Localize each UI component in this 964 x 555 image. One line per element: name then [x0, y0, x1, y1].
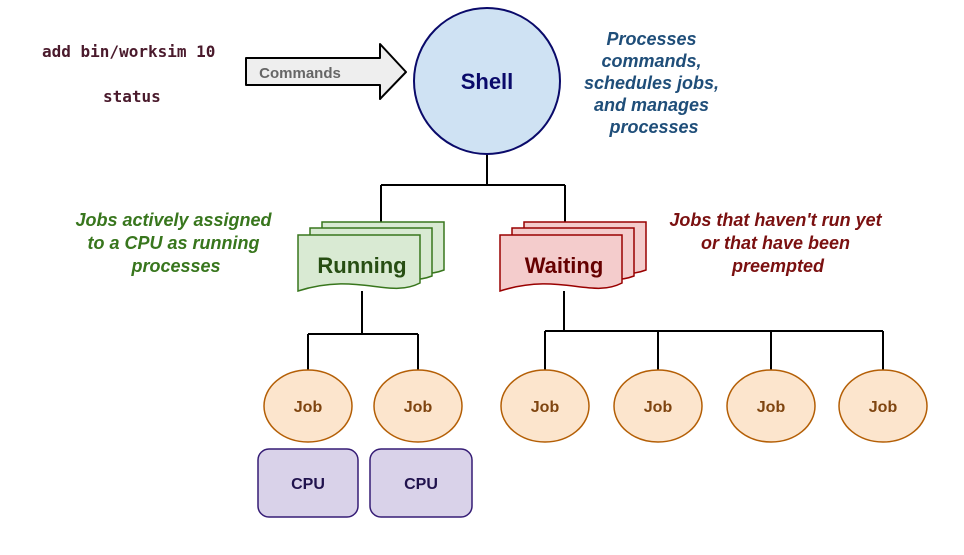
command-add: add bin/worksim 10: [42, 42, 215, 61]
running-doc-front: [297, 234, 421, 293]
job-label: Job: [404, 399, 433, 416]
shell-description-line: schedules jobs,: [584, 73, 719, 93]
job-ellipse: [263, 369, 353, 443]
running-job-2: Job: [373, 369, 463, 443]
job-label: Job: [757, 399, 786, 416]
running-description-line: Jobs actively assigned: [75, 210, 272, 230]
running-description-line: to a CPU as running: [87, 233, 259, 253]
running-label: Running: [317, 253, 406, 278]
waiting-queue: Waiting: [499, 221, 647, 293]
cpu-box: [369, 448, 473, 518]
running-description-line: processes: [130, 256, 220, 276]
commands-arrow-label: Commands: [259, 65, 341, 82]
job-label: Job: [869, 399, 898, 416]
shell-description: Processes commands, schedules jobs, and …: [584, 29, 724, 137]
running-description: Jobs actively assigned to a CPU as runni…: [75, 210, 276, 276]
waiting-job-3: Job: [726, 369, 816, 443]
waiting-description-line: preempted: [731, 256, 825, 276]
waiting-job-1: Job: [500, 369, 590, 443]
running-queue: Running: [297, 221, 445, 293]
command-status: status: [103, 87, 161, 106]
running-job-1: Job: [263, 369, 353, 443]
waiting-doc-front: [499, 234, 623, 293]
cpu-2: CPU: [369, 448, 473, 518]
shell-node: Shell: [413, 7, 561, 155]
tree-connectors: [307, 154, 884, 370]
shell-description-line: processes: [608, 117, 698, 137]
waiting-description-line: Jobs that haven't run yet: [669, 210, 882, 230]
cpu-label: CPU: [404, 476, 438, 493]
job-ellipse: [613, 369, 703, 443]
waiting-job-4: Job: [838, 369, 928, 443]
cpu-label: CPU: [291, 476, 325, 493]
waiting-description: Jobs that haven't run yet or that have b…: [669, 210, 886, 276]
shell-description-line: commands,: [601, 51, 701, 71]
waiting-job-2: Job: [613, 369, 703, 443]
job-ellipse: [726, 369, 816, 443]
job-ellipse: [838, 369, 928, 443]
waiting-description-line: or that have been: [701, 233, 850, 253]
waiting-label: Waiting: [525, 253, 604, 278]
commands-arrow: Commands: [245, 43, 407, 100]
job-label: Job: [294, 399, 323, 416]
job-label: Job: [644, 399, 673, 416]
shell-label: Shell: [461, 69, 514, 94]
shell-description-line: Processes: [606, 29, 696, 49]
cpu-1: CPU: [257, 448, 359, 518]
job-ellipse: [373, 369, 463, 443]
shell-circle: [413, 7, 561, 155]
job-label: Job: [531, 399, 560, 416]
job-ellipse: [500, 369, 590, 443]
commands-arrow-shape: [245, 43, 407, 100]
cpu-box: [257, 448, 359, 518]
shell-description-line: and manages: [594, 95, 709, 115]
